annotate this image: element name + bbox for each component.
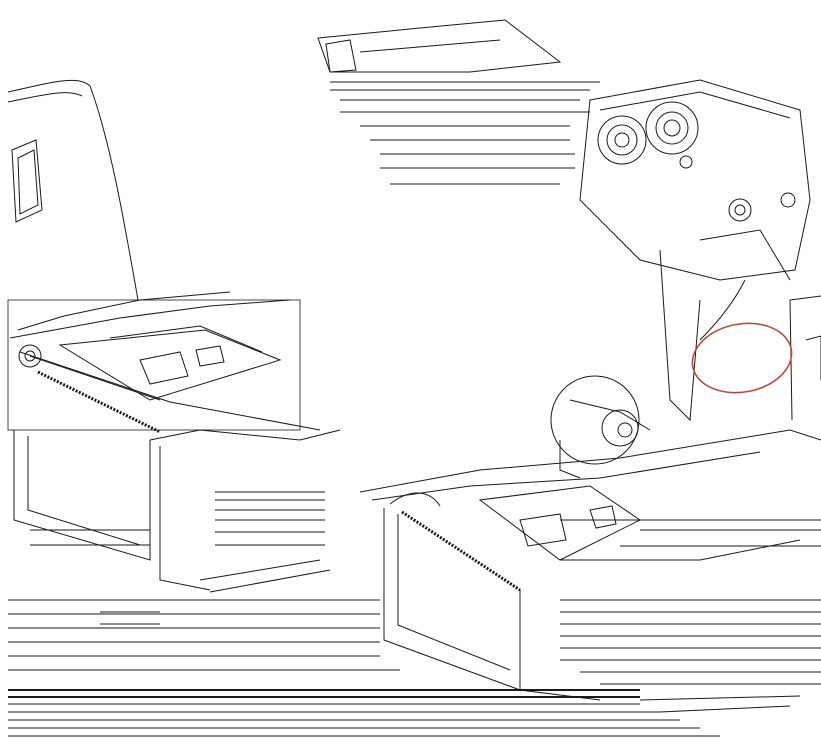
platen-roller [37, 370, 161, 434]
inset-platen-detail [7, 291, 341, 593]
top-printer-hatching [330, 81, 600, 185]
ribbon-cartridge [579, 79, 811, 422]
left-body-hatching [30, 491, 325, 625]
tension-knob [728, 198, 752, 222]
base-hatching [560, 519, 821, 713]
top-printer-silhouette [317, 19, 562, 73]
left-printer-casing [7, 79, 139, 301]
base-print-head [519, 513, 567, 547]
small-spindle [679, 155, 796, 208]
bottom-plate-hatching [8, 599, 720, 737]
print-head-block [139, 351, 189, 385]
base-platen-roller [401, 510, 521, 592]
ribbon-supply-spool [597, 115, 647, 165]
highlight-circle [691, 322, 793, 394]
platen-gear [18, 344, 42, 368]
base-platen-gear [389, 492, 441, 507]
media-roll-holder [550, 375, 651, 479]
ribbon-takeup-spool [645, 101, 699, 155]
